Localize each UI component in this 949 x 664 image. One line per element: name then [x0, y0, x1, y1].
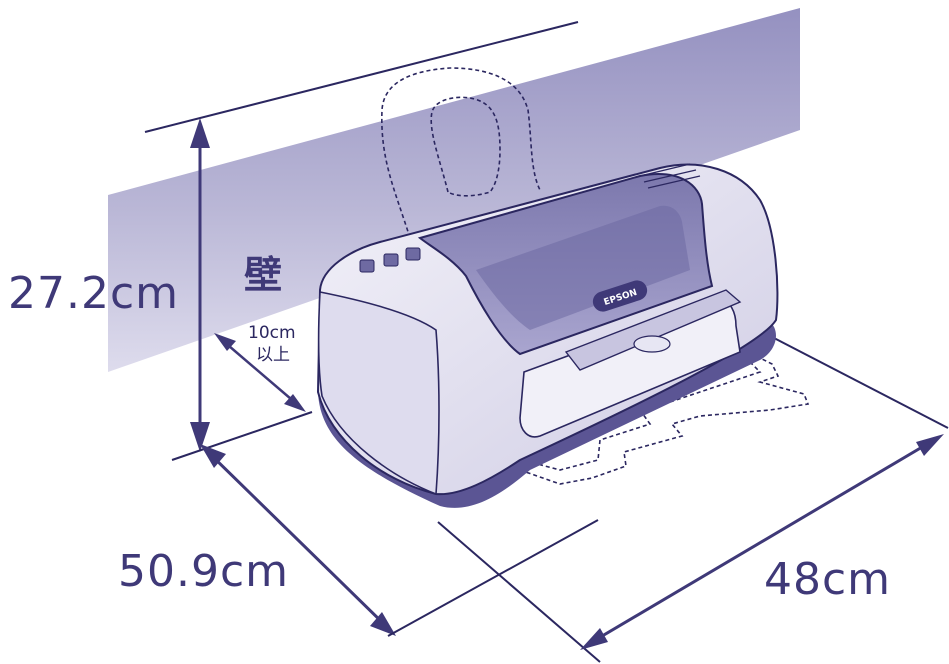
height-dimension: [171, 118, 313, 461]
wall-top-edge: [144, 21, 579, 133]
height-label: 27.2cm: [8, 268, 179, 319]
printer-left-side: [317, 291, 440, 496]
width-right-extension: [773, 337, 949, 429]
depth-front-extension: [387, 519, 599, 637]
depth-dimension-line: [206, 450, 390, 630]
paper-support-outline: [381, 67, 541, 239]
printer: EPSON: [316, 163, 779, 508]
clearance-dimension-line: [221, 339, 299, 406]
height-arrow-bottom-icon: [190, 422, 210, 452]
ink-button-icon: [405, 247, 421, 261]
clearance-arrow-bottom-icon: [284, 394, 306, 412]
clearance-label-line1: 10cm: [248, 323, 296, 343]
wall-label: 壁: [244, 253, 282, 297]
depth-dimension: [200, 444, 599, 637]
wall: [108, 8, 800, 372]
paper-button-icon: [383, 253, 399, 267]
output-tray-inner: [529, 351, 762, 471]
clearance-arrow-top-icon: [214, 333, 236, 351]
width-dimension: [437, 337, 949, 663]
width-label: 48cm: [764, 554, 891, 605]
printer-output-tray: [564, 289, 742, 371]
width-arrow-left-icon: [580, 628, 608, 650]
printer-tray-tab: [633, 335, 671, 353]
depth-label: 50.9cm: [118, 546, 289, 597]
printer-vent: [639, 163, 701, 189]
power-button-icon: [359, 259, 375, 273]
depth-arrow-bottom-icon: [370, 612, 396, 636]
output-tray-outline: [519, 327, 810, 485]
printer-lid-window: [476, 205, 690, 330]
width-dimension-line: [591, 438, 935, 644]
depth-arrow-top-icon: [200, 444, 226, 468]
paper-support-outer: [381, 67, 541, 239]
floor-left-extension: [171, 411, 313, 461]
width-arrow-right-icon: [916, 434, 944, 456]
width-left-extension: [437, 521, 601, 663]
height-arrow-top-icon: [190, 118, 210, 148]
printer-control-panel: [359, 247, 421, 273]
clearance-dimension: [214, 333, 306, 412]
output-tray-outer: [519, 327, 810, 485]
printer-brand-badge: EPSON: [592, 280, 648, 312]
paper-support-inner: [430, 96, 501, 197]
clearance-label-line2: 以上: [256, 345, 290, 365]
wall-face: [108, 8, 800, 372]
